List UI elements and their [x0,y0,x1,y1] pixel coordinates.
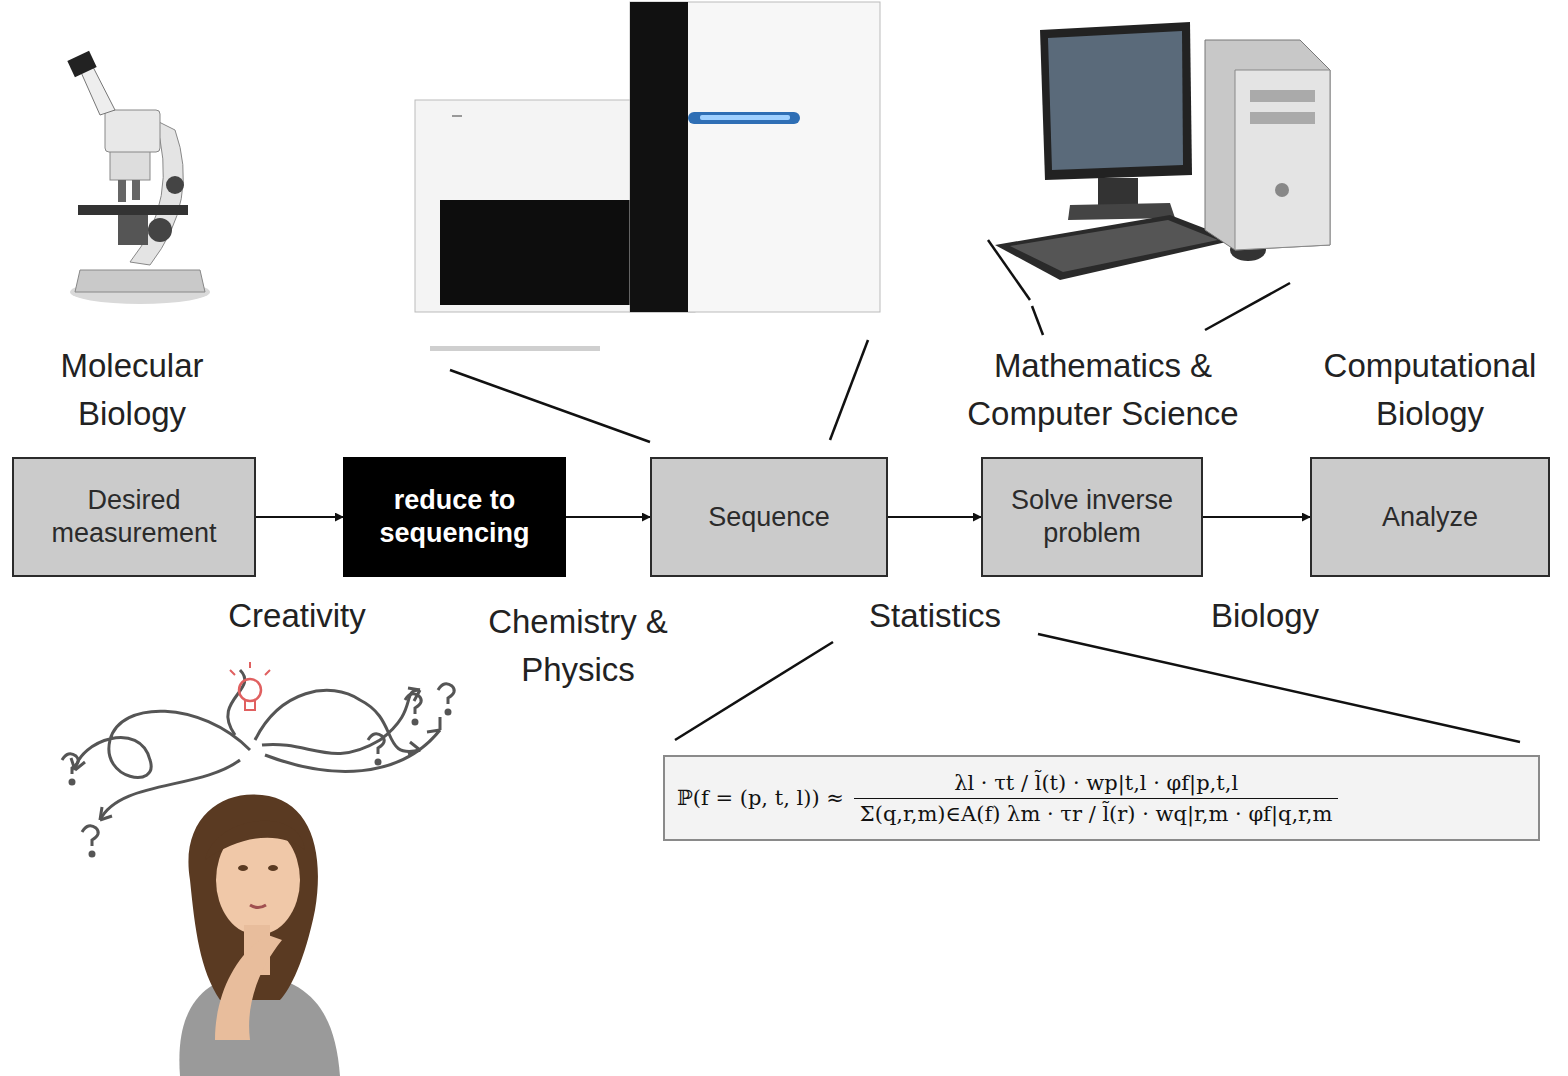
process-box: Analyze [1310,457,1550,577]
flow-arrow [888,516,981,518]
woman-figure [179,794,340,1076]
box-label: Sequence [708,501,830,534]
sequencer-illustration [415,2,880,351]
discipline-label: Mathematics & Computer Science [948,342,1258,438]
flow-arrow [566,516,650,518]
formula-box: ℙ(f = (p, t, l)) ≈ λl · τt / l̃(t) · wp|t… [663,755,1540,841]
highlight-box: reduce to sequencing [343,457,566,577]
box-text-group: Analyze [1382,501,1478,534]
microscope-illustration [67,51,210,304]
box-label: Analyze [1382,501,1478,534]
box-text-group: reduce to sequencing [357,484,552,550]
flow-arrow [1203,516,1310,518]
formula-denominator: Σ(q,r,m)∈A(f) λm · τr / l̃(r) · wq|r,m ·… [854,798,1339,826]
box-text-group: Desired measurement [26,484,242,550]
discipline-label: Chemistry & Physics [463,598,693,694]
process-box: Solve inverse problem [981,457,1203,577]
box-text-group: Sequence [708,501,830,534]
discipline-label: Creativity [187,592,407,640]
flow-arrow [256,516,343,518]
process-box: Sequence [650,457,888,577]
discipline-label: Statistics [835,592,1035,640]
formula-fraction: λl · τt / l̃(t) · wp|t,l · φf|p,t,lΣ(q,r… [854,771,1339,826]
discipline-label: Computational Biology [1295,342,1565,438]
discipline-label: Molecular Biology [22,342,242,438]
box-text-group: Solve inverse problem [995,484,1189,550]
computer-illustration [995,22,1330,280]
box-label: Solve inverse problem [995,484,1189,550]
box-label: Desired measurement [26,484,242,550]
process-box: Desired measurement [12,457,256,577]
formula-numerator: λl · τt / l̃(t) · wp|t,l · φf|p,t,l [948,771,1244,798]
box-label: reduce to sequencing [357,484,552,550]
formula-lhs: ℙ(f = (p, t, l)) ≈ [677,786,844,810]
discipline-label: Biology [1185,592,1345,640]
